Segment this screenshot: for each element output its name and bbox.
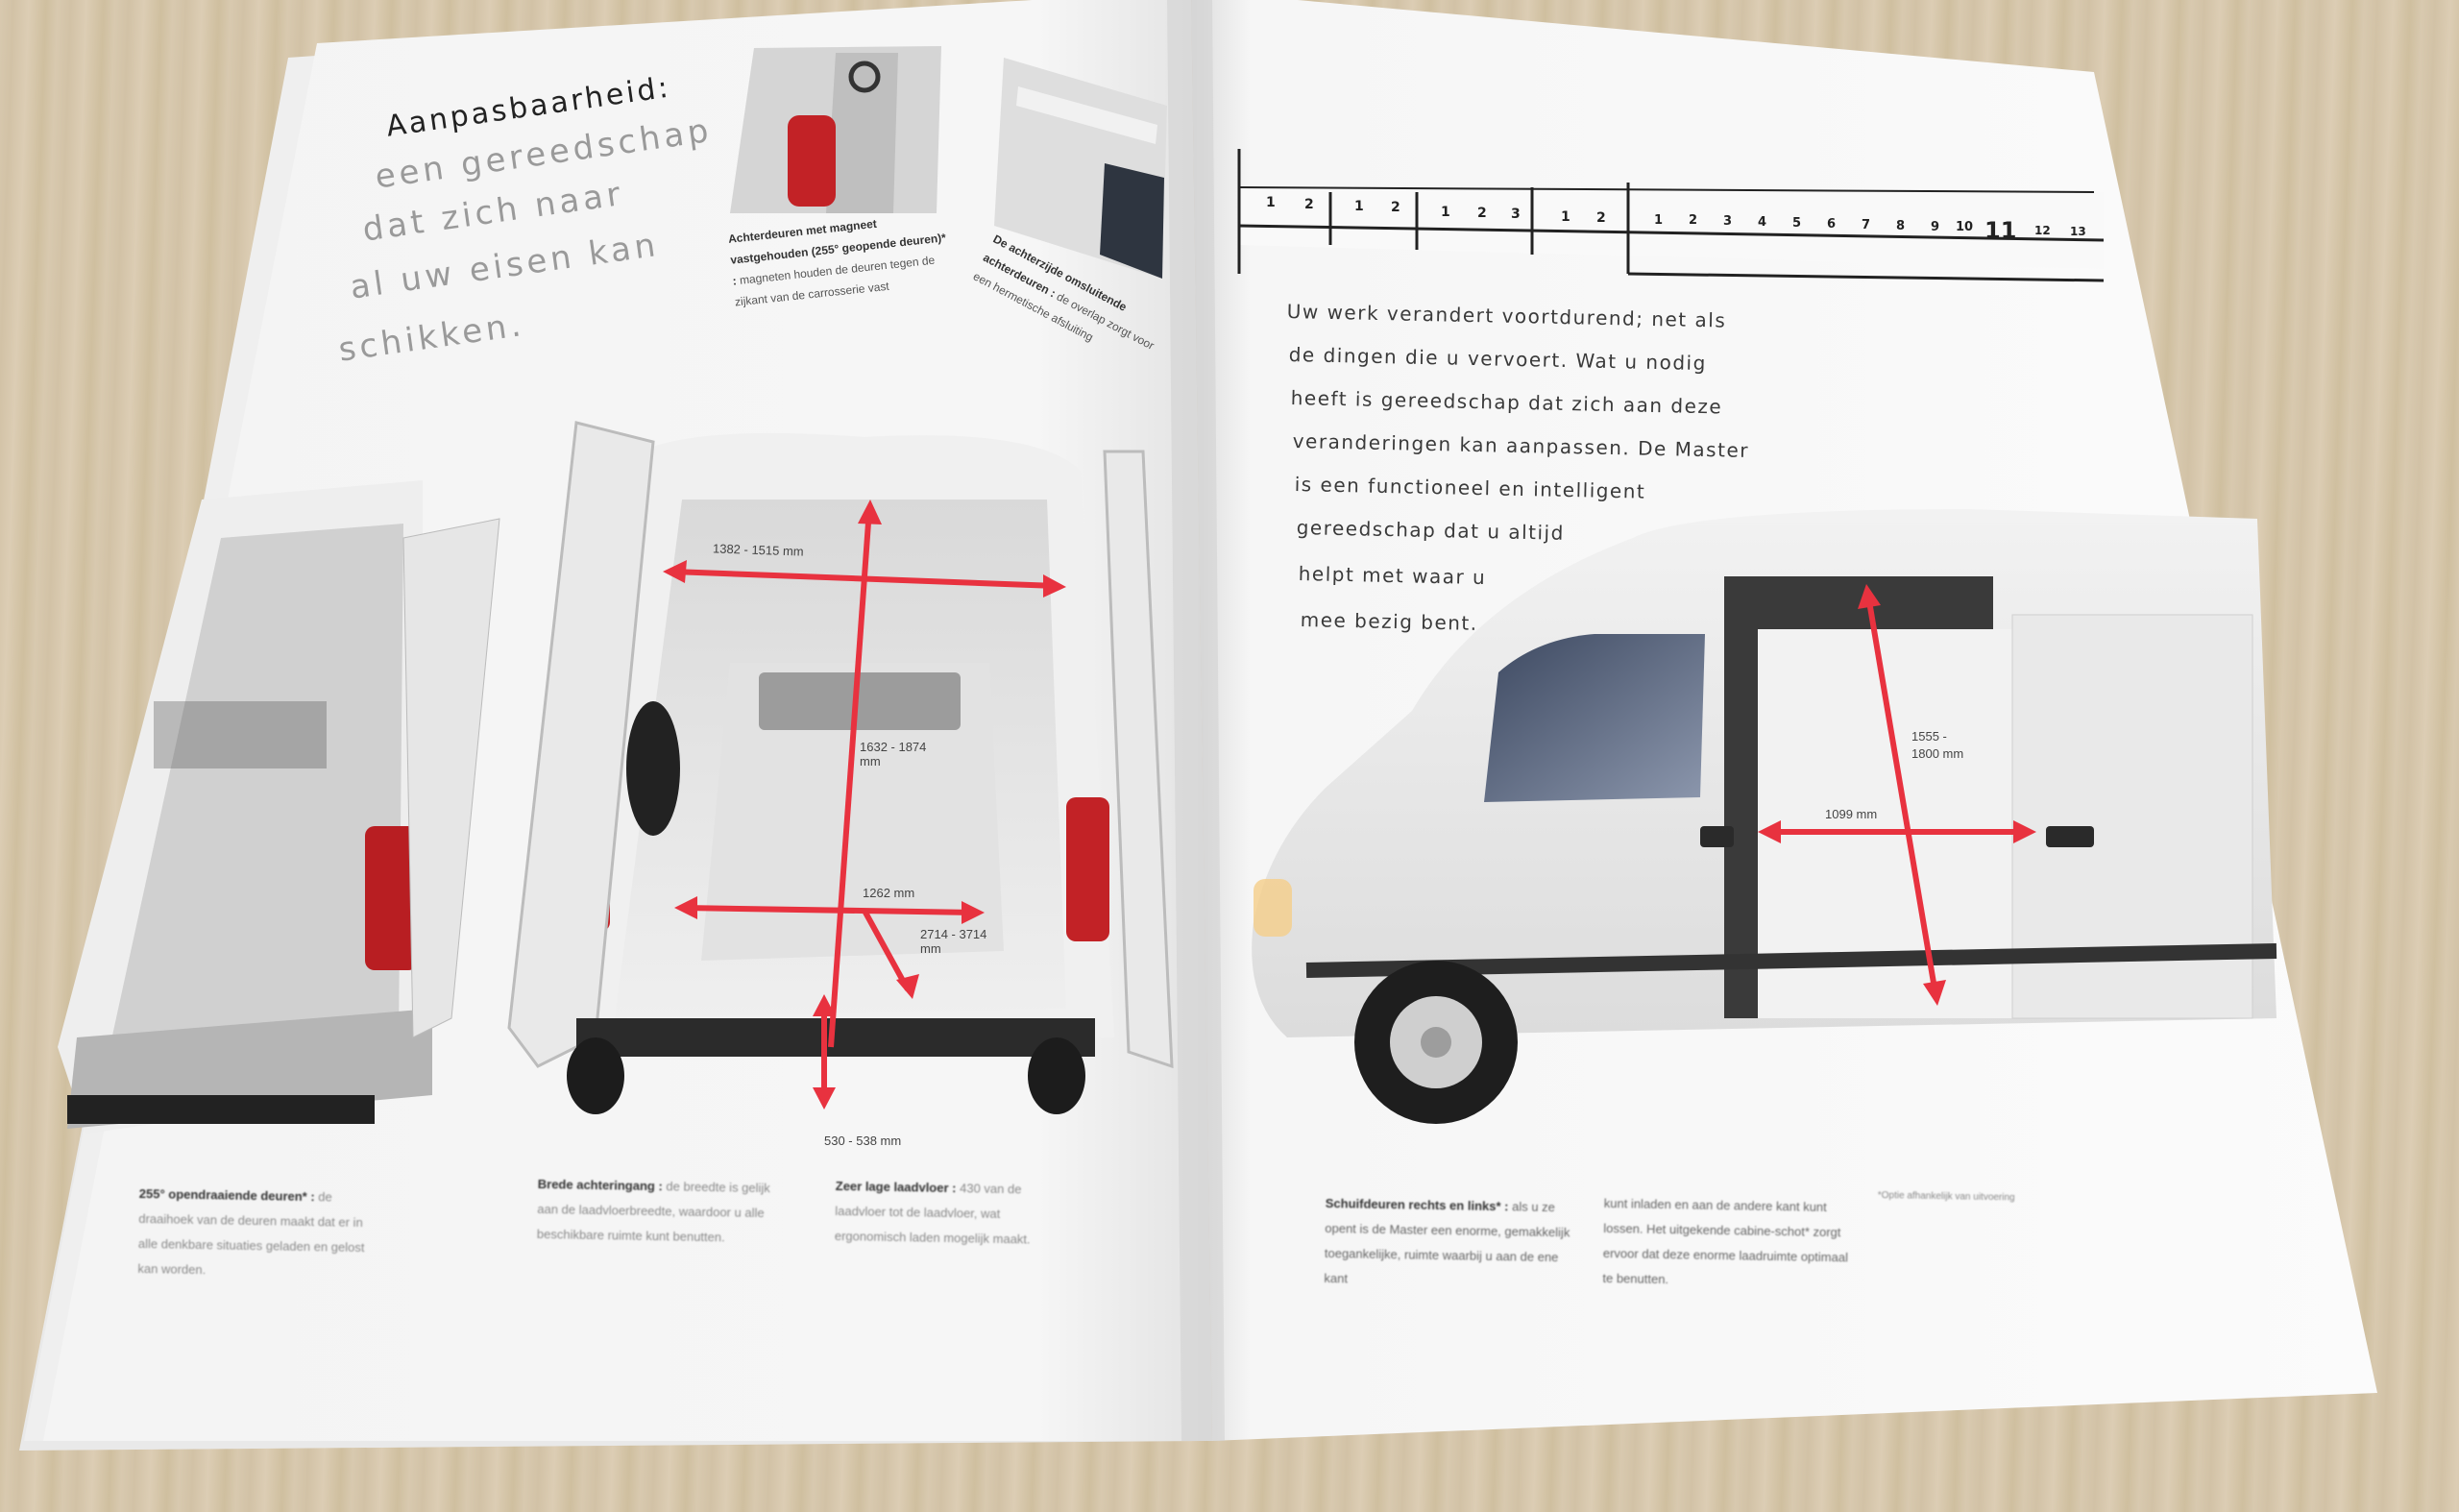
ruler-number: 7 (1862, 218, 1871, 232)
body-line-8: mee bezig bent. (1300, 608, 1478, 635)
ruler-number: 2 (1596, 210, 1606, 226)
ruler-number: 1 (1654, 213, 1664, 228)
ruler-number: 1 (1441, 205, 1450, 220)
ruler-number: 1 (1266, 195, 1276, 210)
rear-view-van-photo (507, 421, 1174, 1114)
ruler-number: 3 (1511, 207, 1521, 222)
right-caption-footnote: *Optie afhankelijk van uitvoering (1877, 1189, 2015, 1204)
ruler-number: 10 (1956, 220, 1974, 234)
cargo-dimension-arrows (663, 500, 1066, 1110)
dim-height: 1632 - 1874 mm (860, 740, 927, 768)
ruler-number: 12 (2034, 224, 2051, 237)
ruler-number: 1 (1561, 209, 1570, 225)
ruler-number: 8 (1896, 219, 1906, 233)
ruler-number: 4 (1758, 215, 1767, 230)
door-width-label: 1099 mm (1825, 807, 1878, 821)
ruler-number: 13 (2070, 225, 2086, 238)
ruler-number: 2 (1391, 200, 1400, 215)
ruler-number: 3 (1723, 214, 1733, 229)
ruler-number: 6 (1827, 217, 1837, 232)
body-line-7: helpt met waar u (1298, 562, 1487, 590)
door-height-label: 1555 - 1800 mm (1911, 729, 1964, 761)
ruler-number: 9 (1931, 220, 1940, 234)
ruler-number: 2 (1477, 206, 1487, 221)
ruler-number: 2 (1689, 213, 1698, 228)
ruler-number: 1 (1354, 199, 1364, 214)
dim-sill: 530 - 538 mm (824, 1134, 902, 1148)
ruler-number: 11 (1984, 217, 2017, 244)
ruler-number: 2 (1304, 197, 1314, 212)
dim-width-floor: 1262 mm (863, 886, 915, 900)
ruler-number: 5 (1792, 216, 1802, 231)
dim-length: 2714 - 3714 mm (920, 927, 987, 956)
bottom-caption-3: Zeer lage laadvloer : 430 van de laadvlo… (834, 1178, 1031, 1247)
bottom-caption-1: 255° opendraaiende deuren* : de draaihoe… (137, 1185, 365, 1278)
right-caption-1: Schuifdeuren rechts en links* : als u ze… (1324, 1195, 1570, 1286)
door-magnet-photo (730, 46, 941, 213)
ruler-illustration (1237, 149, 2105, 282)
bottom-caption-2: Brede achteringang : de breedte is gelij… (536, 1176, 770, 1245)
side-view-van-photo (1252, 509, 2277, 1124)
rear-doors-open-van-photo (58, 480, 500, 1134)
rear-door-photo (994, 58, 1167, 279)
side-door-dimension-arrows (1758, 584, 2036, 1006)
right-caption-2: kunt inladen en aan de andere kant kunt … (1602, 1195, 1849, 1287)
